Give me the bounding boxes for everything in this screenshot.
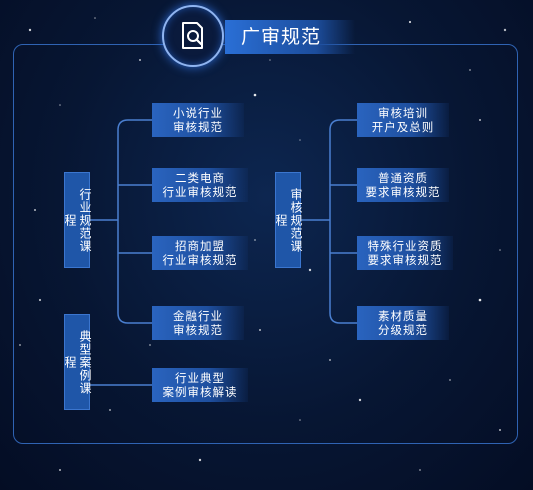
group-industry-norms: 行业规范课程	[63, 172, 92, 268]
document-search-icon	[182, 22, 203, 49]
node-material-quality: 素材质量 分级规范	[357, 306, 449, 340]
node-special-qualification: 特殊行业资质 要求审核规范	[357, 236, 453, 270]
node-training-account-opening: 审核培训 开户及总则	[357, 103, 449, 137]
node-finance-industry: 金融行业 审核规范	[152, 306, 244, 340]
right-bracket-line	[329, 119, 357, 324]
group-typical-cases: 典型案例课程	[63, 314, 92, 410]
left-bracket-line	[117, 119, 152, 324]
title-badge	[162, 5, 224, 67]
node-ecommerce-industry: 二类电商 行业审核规范	[152, 168, 248, 202]
node-typical-cases: 行业典型 案例审核解读	[152, 368, 248, 402]
node-novel-industry: 小说行业 审核规范	[152, 103, 244, 137]
node-franchise-industry: 招商加盟 行业审核规范	[152, 236, 248, 270]
node-general-qualification: 普通资质 要求审核规范	[357, 168, 449, 202]
page-title: 广审规范	[225, 20, 355, 54]
group-review-norms: 审核规范课程	[274, 172, 303, 268]
